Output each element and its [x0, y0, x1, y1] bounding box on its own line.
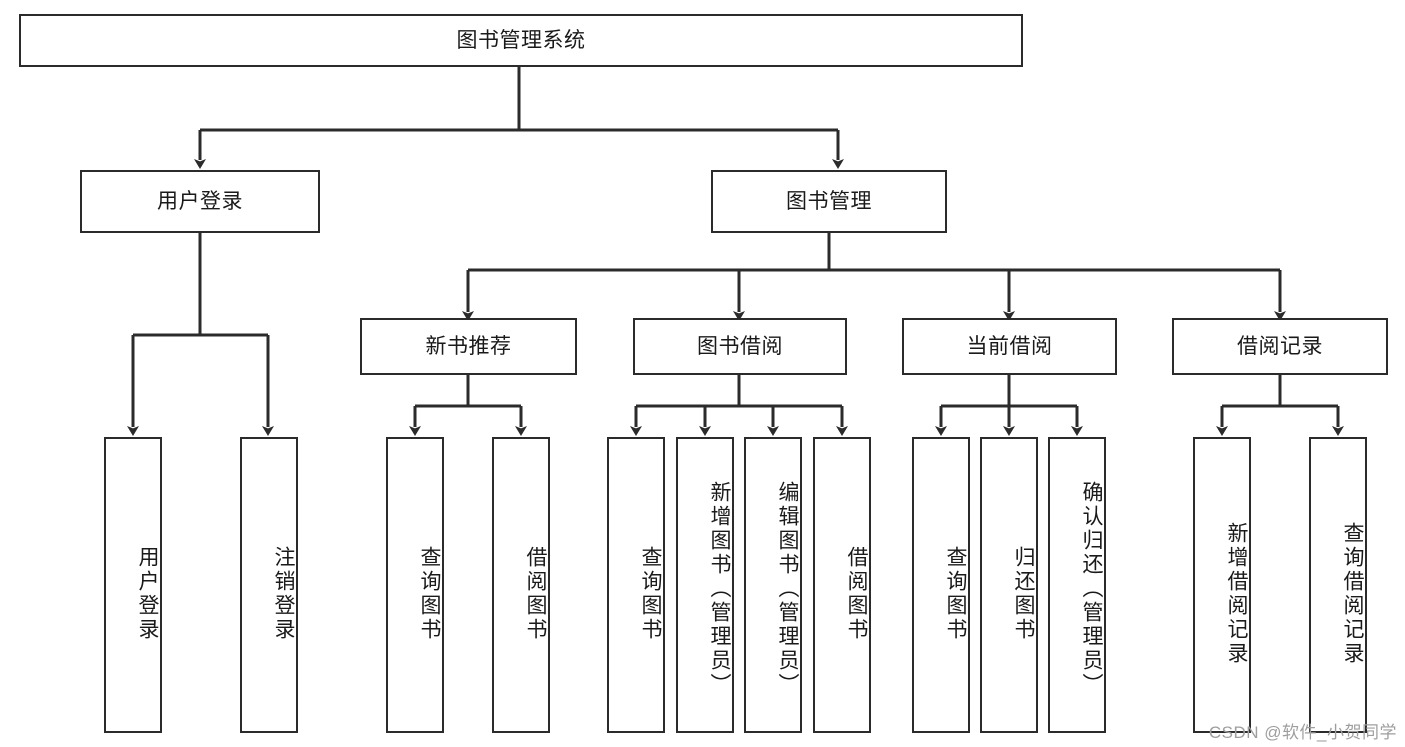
leaf-add-borrow-record[interactable]: 新增借阅记录 [1193, 437, 1251, 733]
node-label: 查询图书 [418, 546, 441, 642]
node-label: 查询图书 [639, 546, 662, 642]
csdn-watermark: CSDN @软件_小贺同学 [1208, 723, 1397, 742]
node-label: 新书推荐 [425, 334, 512, 358]
leaf-query-books-borrowing[interactable]: 查询图书 [607, 437, 665, 733]
node-book-borrowing[interactable]: 图书借阅 [633, 318, 847, 375]
node-label: 用户登录 [157, 189, 243, 213]
node-label: 查询借阅记录 [1341, 522, 1364, 666]
node-current-borrowing[interactable]: 当前借阅 [902, 318, 1117, 375]
leaf-query-borrow-record[interactable]: 查询借阅记录 [1309, 437, 1367, 733]
leaf-confirm-return-admin[interactable]: 确认归还（管理员） [1048, 437, 1106, 733]
node-label: 借阅图书 [524, 546, 547, 642]
node-label: 图书管理系统 [456, 28, 586, 52]
node-root-library-system[interactable]: 图书管理系统 [19, 14, 1023, 67]
leaf-query-books-current[interactable]: 查询图书 [912, 437, 970, 733]
node-label: 新增图书（管理员） [708, 481, 731, 697]
node-label: 查询图书 [944, 546, 967, 642]
node-label: 图书管理 [786, 189, 872, 213]
leaf-borrow-books-borrowing[interactable]: 借阅图书 [813, 437, 871, 733]
node-label: 用户登录 [136, 546, 159, 642]
node-label: 当前借阅 [966, 334, 1053, 358]
leaf-logout[interactable]: 注销登录 [240, 437, 298, 733]
leaf-query-books-recommendation[interactable]: 查询图书 [386, 437, 444, 733]
node-user-login[interactable]: 用户登录 [80, 170, 320, 233]
leaf-user-login[interactable]: 用户登录 [104, 437, 162, 733]
leaf-borrow-books-recommendation[interactable]: 借阅图书 [492, 437, 550, 733]
node-new-book-recommendation[interactable]: 新书推荐 [360, 318, 577, 375]
node-borrowing-records[interactable]: 借阅记录 [1172, 318, 1388, 375]
node-label: 新增借阅记录 [1225, 522, 1248, 666]
leaf-edit-book-admin[interactable]: 编辑图书（管理员） [744, 437, 802, 733]
leaf-return-books[interactable]: 归还图书 [980, 437, 1038, 733]
node-label: 借阅记录 [1237, 334, 1323, 358]
node-label: 图书借阅 [697, 334, 783, 358]
leaf-add-book-admin[interactable]: 新增图书（管理员） [676, 437, 734, 733]
node-label: 编辑图书（管理员） [776, 481, 799, 697]
node-label: 归还图书 [1012, 546, 1035, 642]
node-book-management[interactable]: 图书管理 [711, 170, 947, 233]
node-label: 确认归还（管理员） [1080, 481, 1103, 697]
node-label: 注销登录 [272, 546, 295, 642]
node-label: 借阅图书 [845, 546, 868, 642]
